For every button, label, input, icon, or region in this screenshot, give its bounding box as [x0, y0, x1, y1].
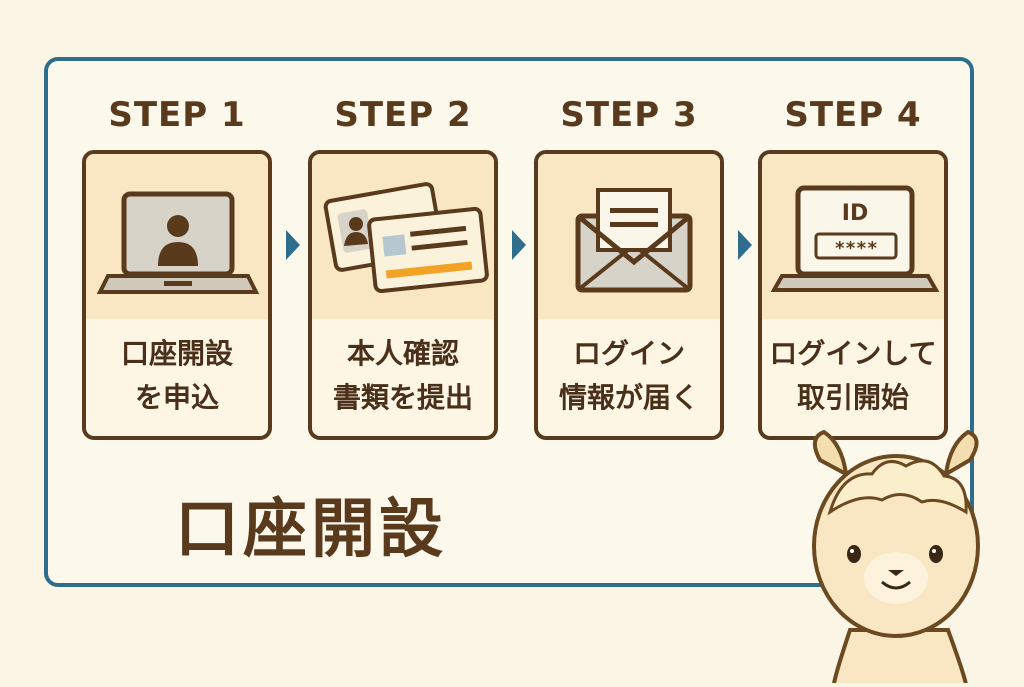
- step-2-desc-line2: 書類を提出: [332, 381, 473, 414]
- step-2-desc-line1: 本人確認: [346, 337, 459, 370]
- envelope-icon: [575, 188, 693, 293]
- step-4-label: STEP 4: [784, 95, 922, 135]
- page-title: 口座開設: [175, 493, 447, 567]
- step-3-desc-line2: 情報が届く: [558, 381, 699, 414]
- password-mask: ****: [834, 238, 877, 259]
- step-4-desc-line2: 取引開始: [796, 381, 909, 414]
- arrow-1-icon: [283, 228, 303, 266]
- step-1-desc-line2: を申込: [134, 381, 219, 414]
- step-4-card: ID **** ログインして 取引開始: [758, 150, 948, 440]
- step-3-label: STEP 3: [560, 95, 698, 135]
- step-3-desc-line1: ログイン: [572, 337, 685, 370]
- alpaca-mascot: [790, 429, 1024, 687]
- arrow-2-icon: [509, 228, 529, 266]
- laptop-user-icon: [96, 191, 260, 294]
- step-2-label: STEP 2: [334, 95, 472, 135]
- step-4-desc-line1: ログインして: [769, 337, 937, 370]
- step-1-label: STEP 1: [108, 95, 246, 135]
- step-2-card: 本人確認 書類を提出: [308, 150, 498, 440]
- step-1-desc-line1: 口座開設: [120, 337, 233, 370]
- step-1-card: 口座開設 を申込: [82, 150, 272, 440]
- id-cards-icon: [323, 182, 489, 294]
- arrow-3-icon: [735, 228, 755, 266]
- laptop-login-icon: ID ****: [770, 185, 940, 292]
- step-3-card: ログイン 情報が届く: [534, 150, 724, 440]
- id-label: ID: [842, 201, 868, 226]
